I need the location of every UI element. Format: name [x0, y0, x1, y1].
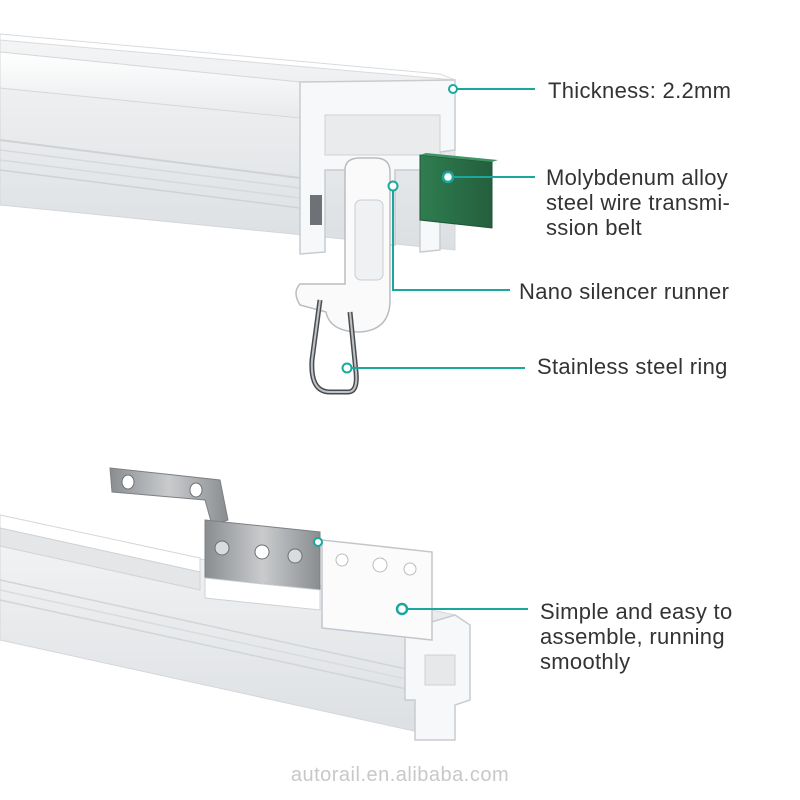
bracket-illustration — [109, 467, 321, 611]
callout-assemble-line-3: smoothly — [540, 649, 631, 674]
callout-assemble: Simple and easy to assemble, running smo… — [540, 599, 733, 674]
watermark: autorail.en.alibaba.com — [290, 764, 510, 786]
callout-belt-line-3: ssion belt — [546, 215, 642, 240]
callout-ring: Stainless steel ring — [537, 354, 728, 379]
callout-runner-text: Nano silencer runner — [519, 279, 730, 304]
callout-ring-text: Stainless steel ring — [537, 354, 728, 379]
callout-thickness-text: Thickness: 2.2mm — [548, 78, 732, 103]
callout-assemble-line-2: assemble, running — [540, 624, 725, 649]
leader-lines-top — [352, 88, 535, 369]
bottom-rail — [0, 514, 471, 741]
belt-illustration — [419, 153, 498, 229]
callout-belt-line-1: Molybdenum alloy — [546, 165, 729, 190]
callout-thickness: Thickness: 2.2mm — [548, 78, 731, 103]
runner-illustration — [295, 157, 399, 333]
ring-illustration — [309, 299, 359, 395]
callout-runner: Nano silencer runner — [519, 279, 729, 304]
callout-belt: Molybdenum alloy steel wire transmi- ssi… — [546, 165, 730, 240]
stopper-illustration — [313, 537, 433, 641]
callout-belt-line-2: steel wire transmi- — [546, 190, 731, 215]
callout-assemble-line-1: Simple and easy to — [540, 599, 733, 624]
